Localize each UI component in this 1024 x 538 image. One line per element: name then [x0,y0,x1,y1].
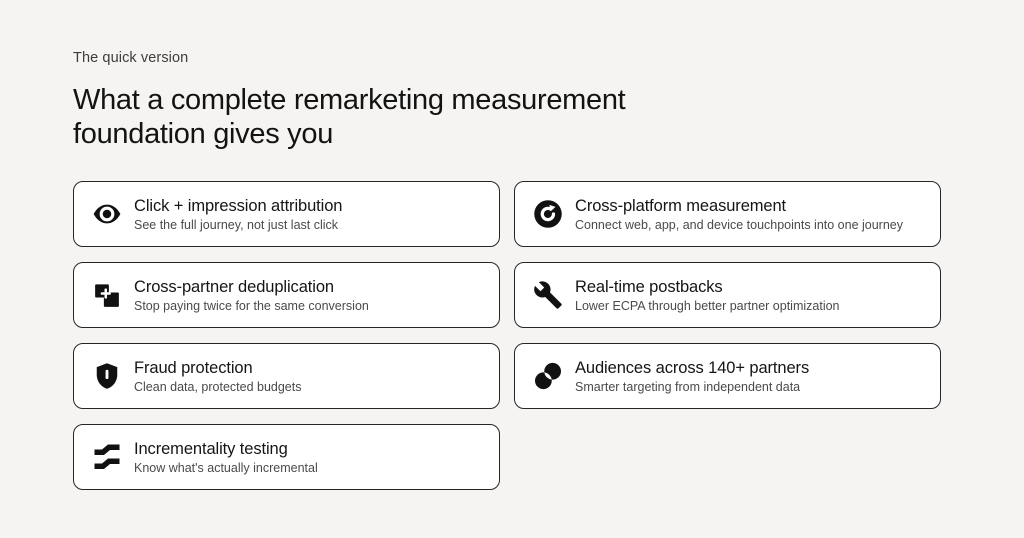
steps-icon [92,442,122,472]
card-subtitle: Know what's actually incremental [134,460,318,475]
card-subtitle: Clean data, protected budgets [134,379,302,394]
card-title: Incrementality testing [134,439,288,458]
page-title-line-1: What a complete remarketing measurement [73,84,626,116]
card-title: Click + impression attribution [134,196,343,215]
card-incrementality-testing: Incrementality testing Know what's actua… [73,424,500,490]
card-title: Fraud protection [134,358,253,377]
card-subtitle: Stop paying twice for the same conversio… [134,298,369,313]
card-subtitle: Lower ECPA through better partner optimi… [575,298,840,313]
shield-icon [92,361,122,391]
page-title-line-2: foundation gives you [73,118,334,150]
feature-summary-section: The quick version What a complete remark… [73,50,951,490]
card-click-impression-attribution: Click + impression attribution See the f… [73,181,500,247]
eye-icon [92,199,122,229]
card-cross-platform-measurement: Cross-platform measurement Connect web, … [514,181,941,247]
card-audiences-partners: Audiences across 140+ partners Smarter t… [514,343,941,409]
refresh-icon [533,199,563,229]
card-title: Real-time postbacks [575,277,723,296]
overlap-circles-icon [533,361,563,391]
card-fraud-protection: Fraud protection Clean data, protected b… [73,343,500,409]
card-title: Audiences across 140+ partners [575,358,810,377]
card-real-time-postbacks: Real-time postbacks Lower ECPA through b… [514,262,941,328]
card-title: Cross-partner deduplication [134,277,334,296]
feature-cards-grid: Click + impression attribution See the f… [73,181,951,490]
card-title: Cross-platform measurement [575,196,787,215]
page-title: What a complete remarketing measurement … [73,83,951,151]
overlap-squares-icon [92,280,122,310]
wrench-icon [533,280,563,310]
card-subtitle: Smarter targeting from independent data [575,379,801,394]
eyebrow-label: The quick version [73,50,189,66]
card-cross-partner-deduplication: Cross-partner deduplication Stop paying … [73,262,500,328]
card-subtitle: Connect web, app, and device touchpoints… [575,217,904,232]
card-subtitle: See the full journey, not just last clic… [134,217,339,232]
